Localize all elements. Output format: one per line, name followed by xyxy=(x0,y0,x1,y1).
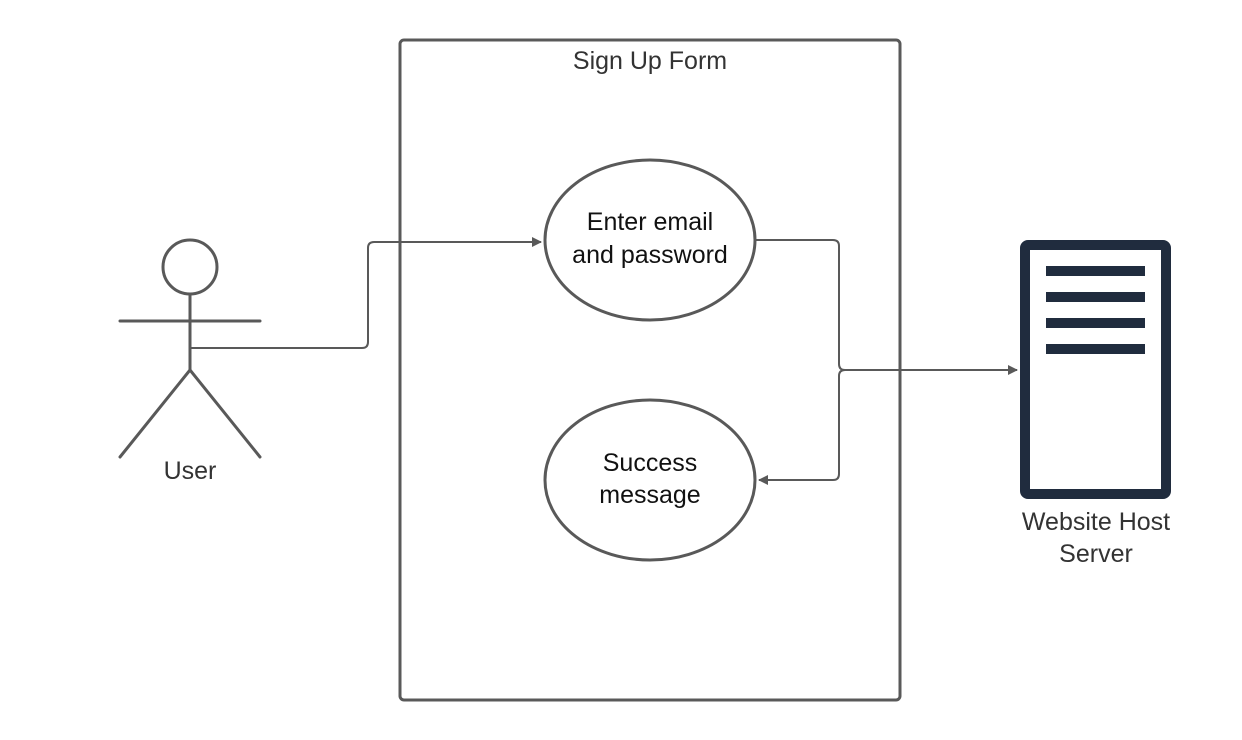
server-label-line1: Website Host xyxy=(1022,508,1170,536)
enter-credentials-to-server-arrow xyxy=(755,239,1018,375)
use-case-ellipse xyxy=(543,398,757,562)
use-case-label-line1: Enter email xyxy=(587,208,713,236)
user-to-enter-credentials-arrow xyxy=(190,237,542,349)
use-case-label-line1: Success xyxy=(603,449,697,477)
user-label: User xyxy=(164,457,217,485)
system-boundary-box xyxy=(398,38,902,702)
user-actor: User xyxy=(118,238,262,485)
use-case-label-line2: message xyxy=(599,481,700,509)
server-label-line2: Server xyxy=(1059,540,1133,568)
server-actor: Website Host Server xyxy=(1020,240,1171,568)
system-title: Sign Up Form xyxy=(573,47,727,75)
server-icon xyxy=(1020,240,1171,499)
use-case-ellipse xyxy=(543,158,757,322)
use-case-enter-credentials: Enter email and password xyxy=(543,158,757,322)
connectors xyxy=(190,237,1018,485)
system-boundary: Sign Up Form xyxy=(398,38,902,702)
use-case-label-line2: and password xyxy=(572,241,728,269)
server-to-success-arrow xyxy=(758,369,846,485)
use-case-success-message: Success message xyxy=(543,398,757,562)
stick-figure-icon xyxy=(118,238,262,459)
